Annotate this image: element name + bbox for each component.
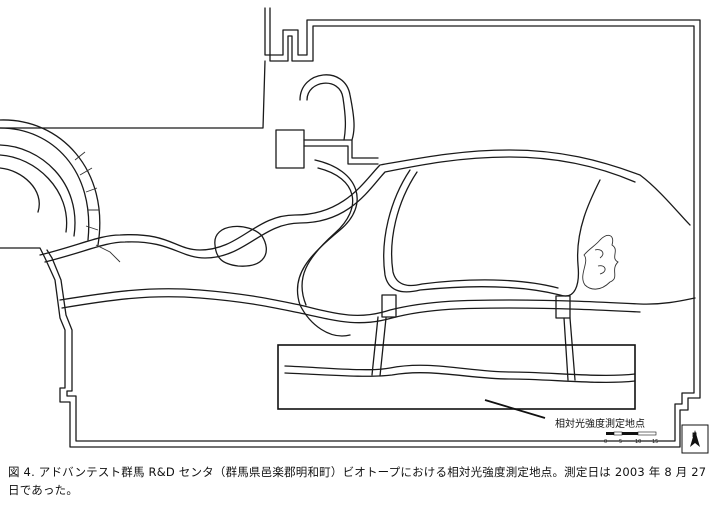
circular-plaza (0, 119, 101, 246)
islands (214, 74, 619, 337)
caption-line-2: 日であった。 (8, 483, 79, 497)
callout-label: 相対光強度測定地点 (555, 417, 645, 430)
scale-tick-15: 15 (652, 439, 658, 445)
north-label: N (692, 432, 697, 439)
pond (39, 149, 696, 324)
biotope-map: 相対光強度測定地点 0 5 10 15 N (0, 7, 709, 454)
callout-line (484, 399, 546, 419)
caption-line-1: 図 4. アドバンテスト群馬 R&D センタ（群馬県邑楽郡明和町）ビオトープにお… (8, 465, 707, 479)
site-boundary (0, 7, 701, 448)
north-arrow-icon: N (681, 424, 709, 454)
scale-tick-5: 5 (619, 439, 622, 445)
measurement-area (277, 344, 636, 410)
scale-bar: 0 5 10 15 (604, 431, 658, 445)
figure-caption: 図 4. アドバンテスト群馬 R&D センタ（群馬県邑楽郡明和町）ビオトープにお… (8, 463, 708, 499)
stream-lines (284, 364, 636, 384)
scale-tick-0: 0 (604, 439, 607, 445)
bridges (95, 244, 576, 381)
scale-tick-10: 10 (635, 439, 641, 445)
